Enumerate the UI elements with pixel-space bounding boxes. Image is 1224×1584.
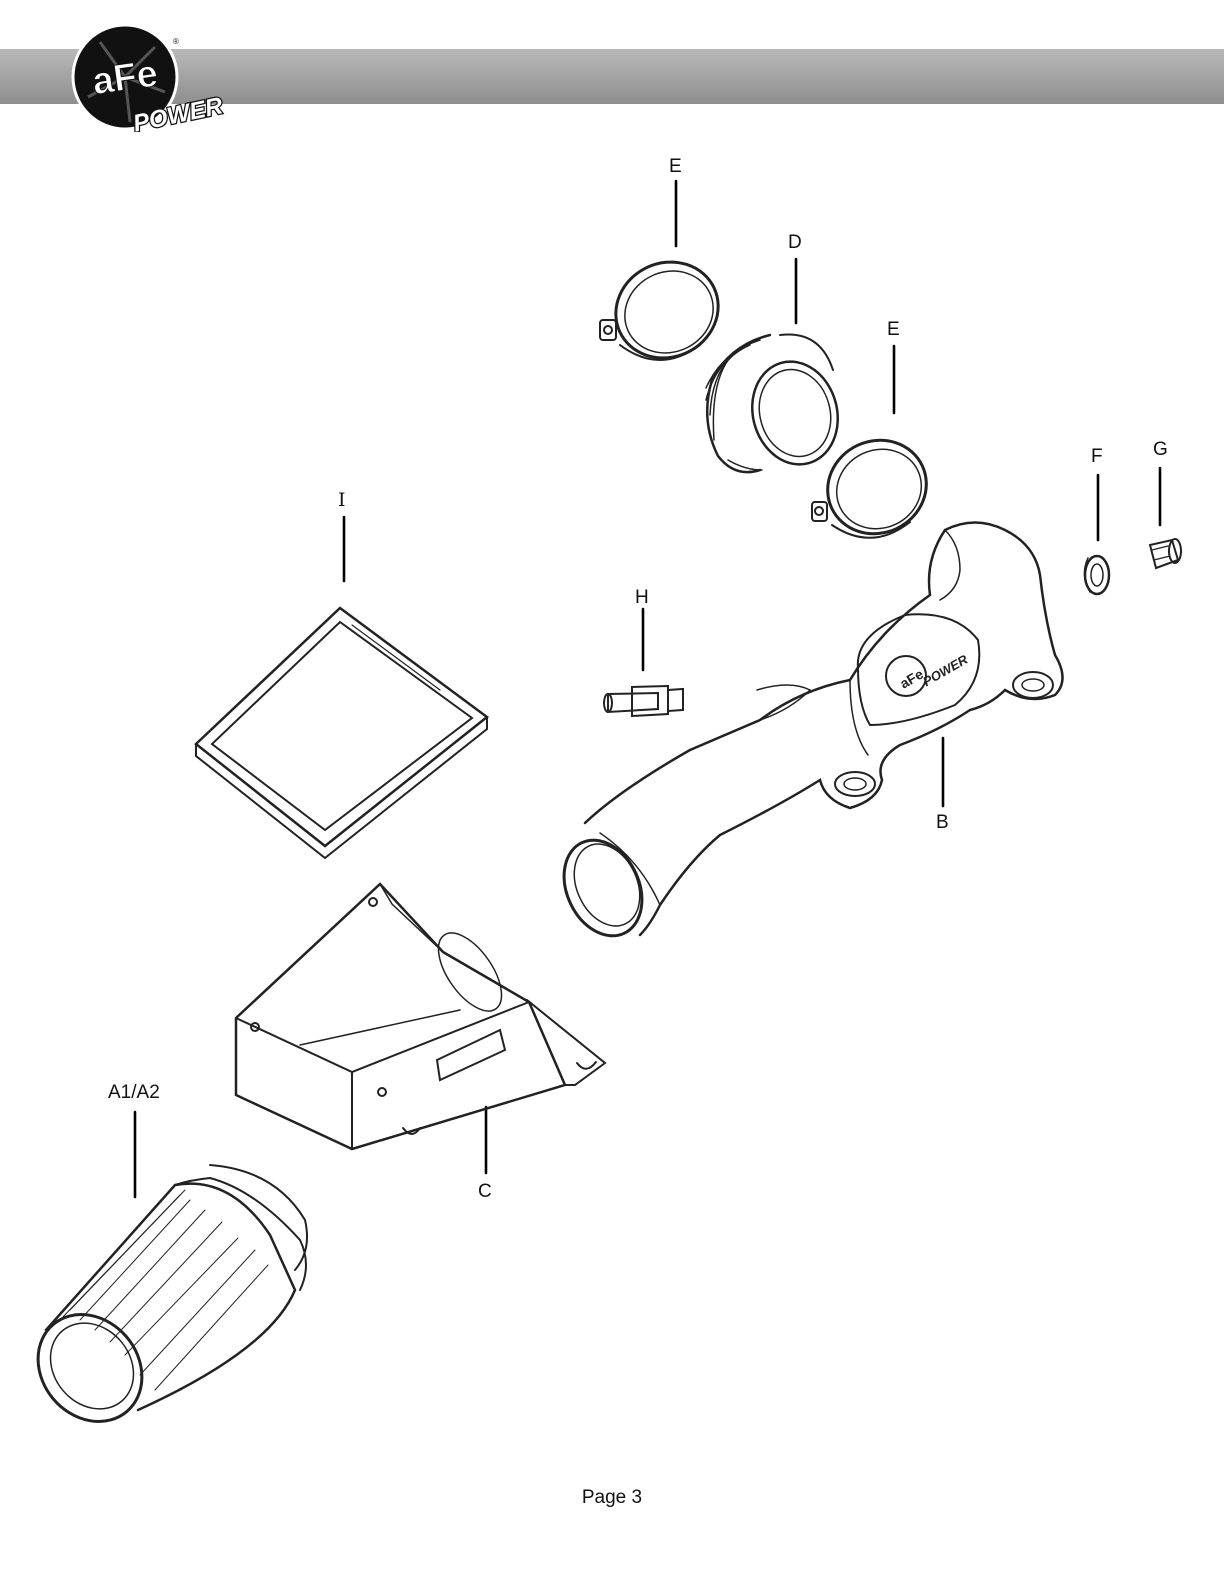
hose-clamp-top [599,260,720,361]
callout-f: F [1091,446,1103,467]
hose-clamp-middle [811,438,928,539]
page-number: Page 3 [581,1487,643,1508]
oem-replacement-filter [194,606,490,860]
plug-g [1148,538,1182,570]
tube-logo-bottom: POWER [920,651,971,689]
callout-i: I [338,489,346,511]
callout-g: G [1153,439,1168,460]
callout-e-top: E [669,156,682,177]
callout-c: C [478,1181,492,1202]
fitting-h [603,684,684,718]
afe-power-logo: aFe ® POWER [71,23,227,132]
callout-d: D [788,232,802,253]
svg-text:®: ® [173,37,179,46]
leader-lines [133,179,1162,1199]
svg-text:aFe: aFe [90,53,161,104]
intake-tube [562,521,1064,938]
callout-b: B [936,812,949,833]
callout-e-middle: E [887,319,900,340]
heat-shield-box [234,882,607,1151]
callout-h: H [635,587,649,608]
cone-air-filter [36,1164,308,1423]
grommet-f [1083,554,1111,596]
callout-a1-a2: A1/A2 [108,1082,160,1103]
silicone-coupler [705,333,839,474]
header-bar [0,49,1224,104]
